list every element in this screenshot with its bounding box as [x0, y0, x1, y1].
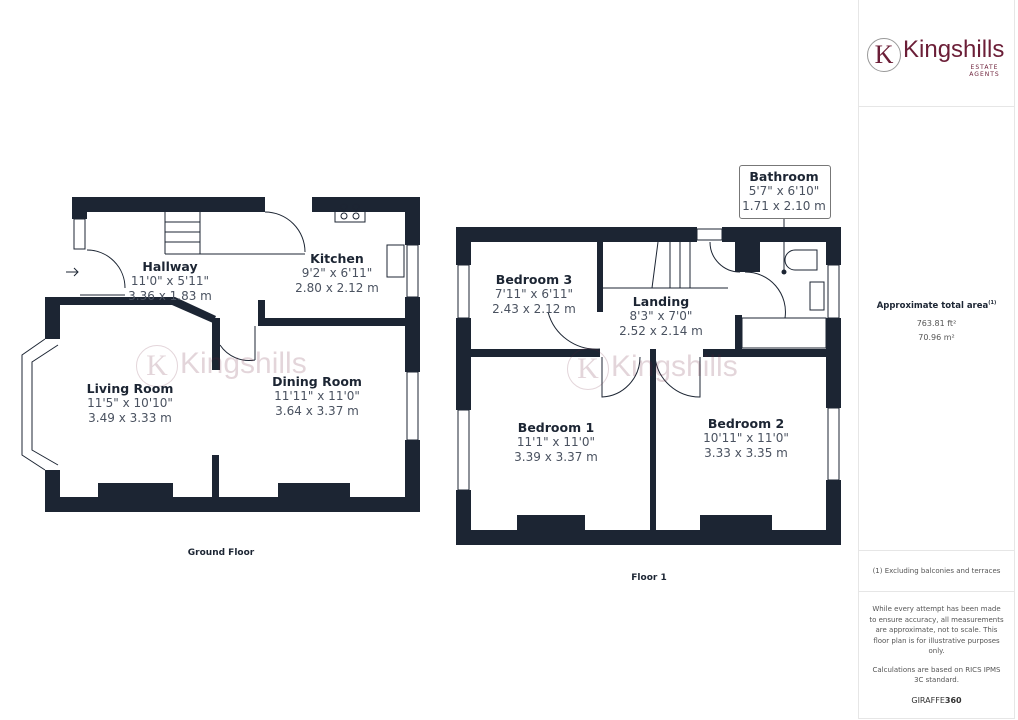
disclaimer-section: While every attempt has been made to ens… — [859, 604, 1014, 706]
room-imperial: 5'7" x 6'10" — [748, 184, 820, 198]
total-area: Approximate total area(1) 763.81 ft² 70.9… — [859, 300, 1014, 345]
ground-floor-label: Ground Floor — [187, 548, 255, 558]
floor-plan-drawing — [21, 197, 841, 545]
room-name: Bedroom 1 — [517, 420, 595, 435]
room-metric: 3.36 x 1.83 m — [128, 289, 212, 303]
room-imperial: 8'3" x 7'0" — [629, 309, 693, 323]
room-metric: 3.64 x 3.37 m — [275, 404, 359, 418]
provider-logo: GIRAFFE360 — [869, 696, 1004, 707]
floor-1-walls — [456, 227, 841, 545]
room-metric: 3.33 x 3.35 m — [704, 446, 788, 460]
room-name: Kitchen — [310, 251, 364, 266]
brand-logo: K Kingshills ESTATE AGENTS — [859, 32, 1014, 107]
room-metric: 2.43 x 2.12 m — [492, 302, 576, 316]
logo-monogram: K — [867, 38, 901, 72]
room-metric: 2.52 x 2.14 m — [619, 324, 703, 338]
area-footnote-ref: (1) — [988, 300, 997, 306]
calculation-note: Calculations are based on RICS IPMS 3C s… — [872, 665, 1001, 685]
room-metric: 2.80 x 2.12 m — [295, 281, 379, 295]
area-ft: 763.81 ft² — [916, 318, 957, 328]
ground-floor-fixtures — [21, 199, 419, 471]
room-name: Bedroom 3 — [495, 272, 573, 287]
ground-floor-walls — [45, 197, 420, 512]
area-title: Approximate total area — [876, 300, 989, 311]
room-metric: 3.49 x 3.33 m — [88, 411, 172, 425]
room-imperial: 11'1" x 11'0" — [516, 435, 596, 449]
logo-wordmark: Kingshills — [903, 36, 1005, 63]
provider-number: 360 — [944, 695, 962, 705]
floor-1-label: Floor 1 — [631, 573, 667, 583]
area-m: 70.96 m² — [918, 332, 955, 342]
room-name: Dining Room — [272, 374, 362, 389]
room-name: Living Room — [86, 381, 174, 396]
footnote: (1) Excluding balconies and terraces — [859, 550, 1014, 592]
room-imperial: 11'5" x 10'10" — [87, 396, 173, 410]
room-imperial: 9'2" x 6'11" — [301, 266, 373, 280]
room-imperial: 7'11" x 6'11" — [494, 287, 574, 301]
room-metric: 3.39 x 3.37 m — [514, 450, 598, 464]
room-name: Bedroom 2 — [707, 416, 785, 431]
room-name: Landing — [632, 294, 690, 309]
room-metric: 1.71 x 2.10 m — [742, 199, 826, 213]
room-name: Bathroom — [749, 169, 819, 184]
provider-name: GIRAFFE — [911, 695, 945, 705]
room-imperial: 11'11" x 11'0" — [274, 389, 360, 403]
disclaimer: While every attempt has been made to ens… — [869, 605, 1004, 655]
room-imperial: 10'11" x 11'0" — [703, 431, 789, 445]
logo-tagline: ESTATE AGENTS — [969, 64, 1000, 78]
info-panel: K Kingshills ESTATE AGENTS Approximate t… — [858, 0, 1015, 719]
floor-1-fixtures — [457, 217, 840, 491]
bathroom-callout — [739, 165, 831, 219]
room-name: Hallway — [142, 259, 198, 274]
room-imperial: 11'0" x 5'11" — [130, 274, 210, 288]
